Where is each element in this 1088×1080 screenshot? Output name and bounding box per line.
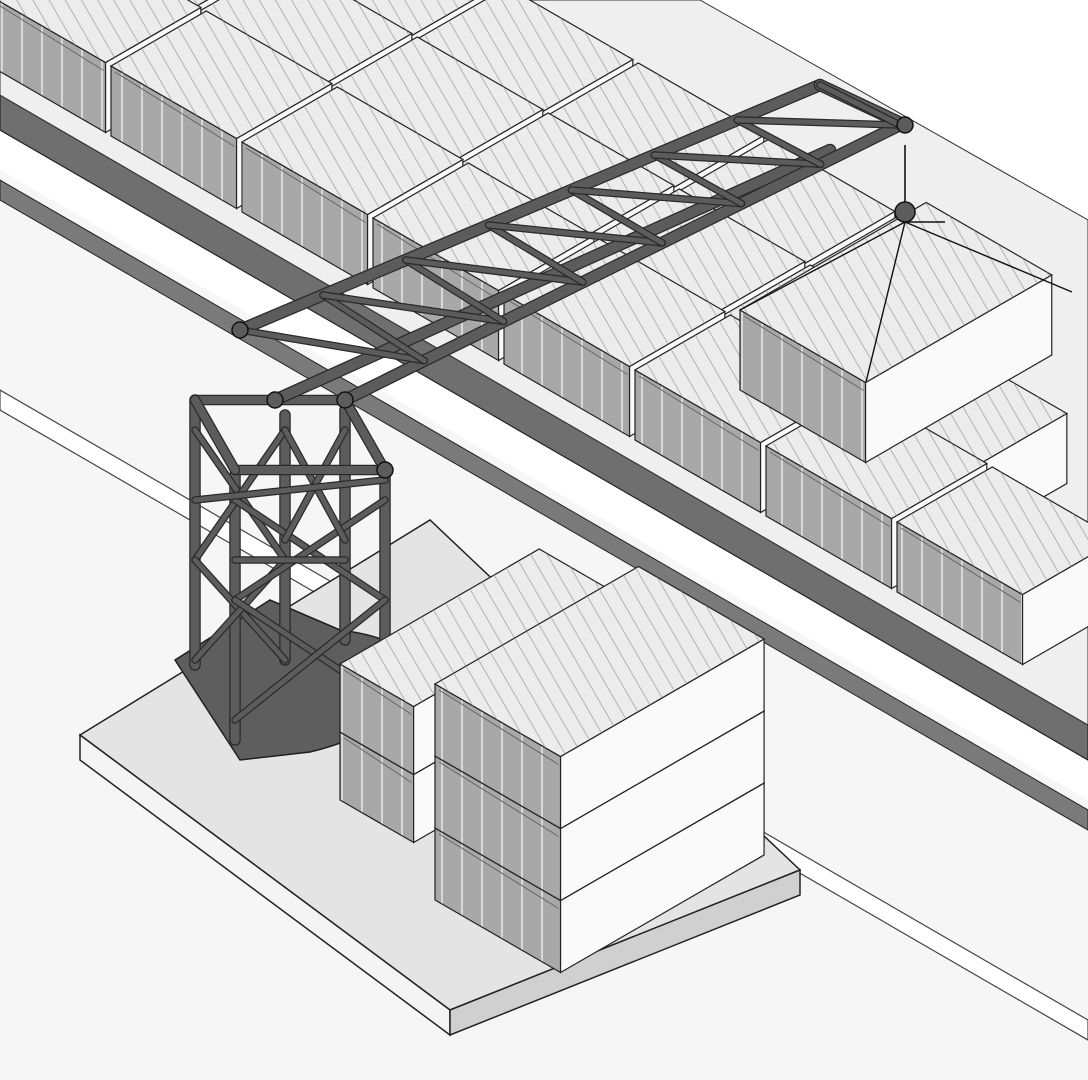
container-roof-ribs: [191, 0, 412, 89]
stacked-container-front: [433, 565, 766, 830]
pivot-pin: [896, 116, 914, 134]
jib-lacing: [403, 257, 507, 324]
jib-lacing: [320, 292, 427, 364]
pivot-pin: [231, 321, 249, 339]
container-roof-ribs: [412, 0, 633, 115]
jib-lacing: [817, 82, 903, 128]
container-roof-ribs: [340, 549, 613, 707]
jib-lacing: [568, 187, 744, 207]
jib-upper-chord: [235, 80, 825, 335]
container-roof-ribs: [453, 113, 674, 241]
container-rail: [0, 5, 104, 71]
container-rail: [438, 761, 559, 837]
jib-lacing: [651, 152, 824, 167]
jib-lower-chord: [340, 120, 905, 405]
container-rail: [114, 71, 235, 147]
container-rail: [245, 147, 366, 223]
container-rail: [343, 737, 412, 783]
pivot-pin: [336, 391, 354, 409]
container-roof-ribs: [242, 87, 463, 215]
barge-hull-lower: [0, 179, 1088, 831]
barge-container: [895, 466, 1088, 666]
tower-top-beam: [191, 396, 239, 474]
pivot-pin: [376, 461, 394, 479]
container-rail: [638, 375, 759, 451]
container-roof-ribs: [322, 37, 543, 165]
pivot-pin: [266, 391, 284, 409]
container-rail: [438, 833, 559, 909]
container-rail: [769, 451, 890, 527]
jib-lacing: [568, 187, 665, 246]
jib-lacing: [237, 327, 427, 364]
container-stack: [338, 548, 766, 974]
sling-wire: [865, 221, 906, 383]
jib-lacing: [651, 152, 744, 207]
container-roof-ribs: [584, 189, 805, 317]
container-roof-ribs: [435, 566, 765, 757]
container-roof-ribs: [740, 202, 1052, 383]
sling-wire: [904, 221, 1073, 293]
container-rail: [343, 669, 412, 715]
tower-brace: [232, 497, 388, 603]
jib-lacing: [403, 257, 586, 285]
hoisted-container-box: [738, 201, 1053, 464]
container-rail: [900, 527, 1021, 603]
container-end: [1021, 556, 1088, 666]
jib-lacing: [734, 117, 903, 128]
jib-lacing: [486, 222, 586, 285]
container-roof-ribs: [897, 467, 1088, 595]
sling-wire: [739, 221, 906, 311]
jib-lacing: [320, 292, 507, 324]
jib-lacing: [734, 117, 824, 167]
crane: [189, 78, 914, 746]
tower-brace: [192, 477, 388, 503]
container-roof-ribs: [111, 11, 332, 139]
jib-lacing: [486, 222, 665, 246]
tower-brace: [232, 597, 388, 723]
container-rail: [438, 689, 559, 765]
container-rail: [743, 315, 864, 391]
container-roof-ribs: [0, 0, 201, 63]
hoisted-container: [738, 145, 1073, 464]
tower-top-beam: [341, 396, 389, 474]
container-roof-ribs: [339, 0, 474, 39]
hook-block: [894, 201, 916, 223]
container-roof-ribs: [674, 139, 895, 267]
slab-side: [449, 868, 801, 1037]
